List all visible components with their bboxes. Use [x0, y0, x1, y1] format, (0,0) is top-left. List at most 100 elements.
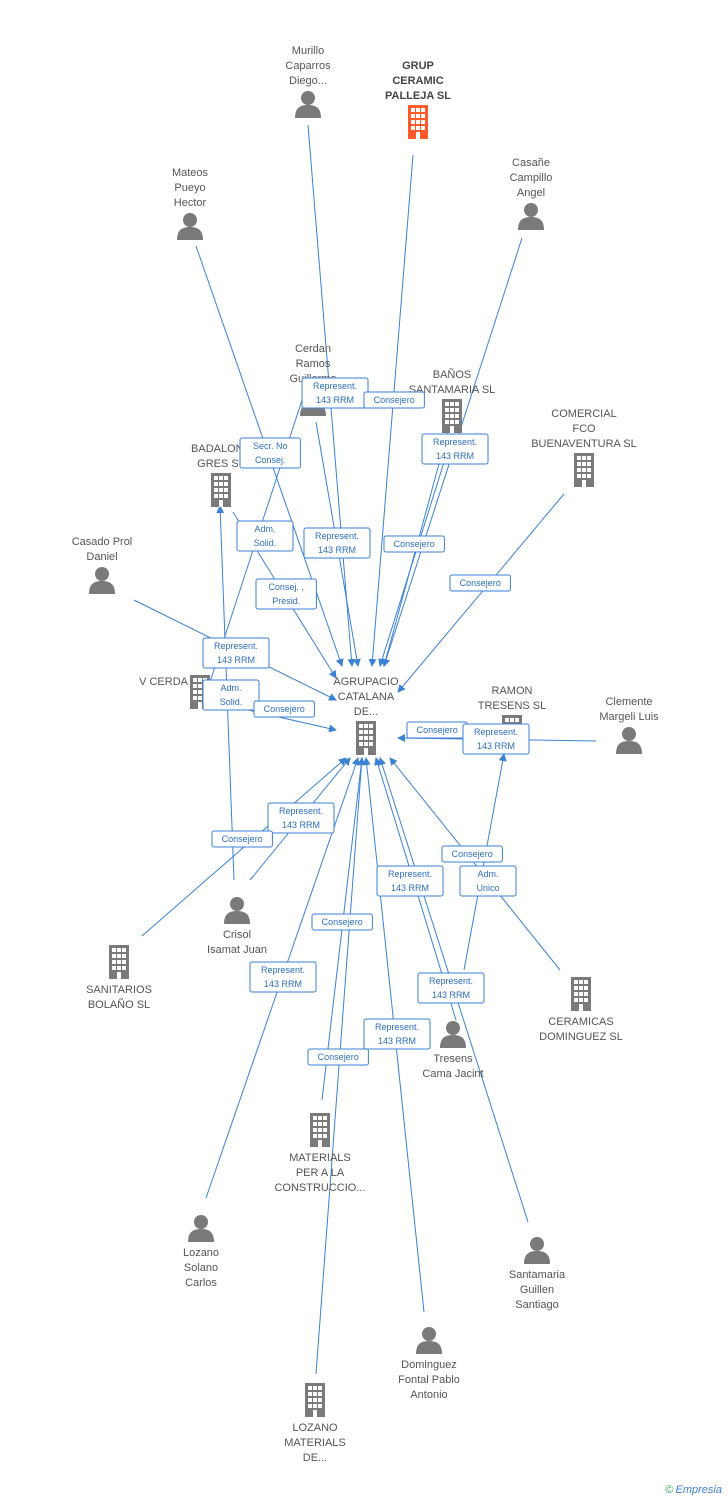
relation-text: Presid.	[272, 596, 300, 606]
relation-label-23[interactable]: Consejero	[307, 1048, 369, 1066]
node-label-casane-2: Angel	[517, 187, 545, 199]
relation-label-14[interactable]: Represent.143 RRM	[267, 802, 335, 834]
node-label-badalona-0: BADALONA	[191, 443, 252, 455]
node-label-casado-1: Daniel	[86, 551, 117, 563]
relation-text: Adm.	[254, 524, 275, 534]
node-label-materials-2: CONSTRUCCIO...	[274, 1182, 365, 1194]
relation-text: 143 RRM	[316, 395, 354, 405]
relation-text: 143 RRM	[436, 451, 474, 461]
relation-box	[376, 865, 444, 897]
relation-box	[267, 802, 335, 834]
node-label-casado-0: Casado Prol	[72, 536, 133, 548]
relation-label-22[interactable]: Represent.143 RRM	[363, 1018, 431, 1050]
nodes-layer: AGRUPACIOCATALANADE...MurilloCaparrosDie…	[72, 45, 659, 1464]
relation-box	[462, 723, 530, 755]
relation-text: Secr. No	[253, 441, 288, 451]
relation-label-8[interactable]: Consejero	[449, 574, 511, 592]
node-lozano_m[interactable]: LOZANOMATERIALSDE...	[284, 1383, 346, 1464]
relation-label-10[interactable]: Adm.Solid.	[202, 679, 260, 711]
node-label-dominguez-2: Antonio	[410, 1389, 447, 1401]
node-center[interactable]: AGRUPACIOCATALANADE...	[333, 676, 399, 755]
relation-box	[311, 913, 373, 931]
node-label-murillo-0: Murillo	[292, 45, 324, 57]
brand-footer[interactable]: ©Empresia	[665, 1484, 722, 1496]
person-icon	[416, 1327, 442, 1354]
person-icon	[616, 727, 642, 754]
relation-label-1[interactable]: Consejero	[363, 391, 425, 409]
node-label-grup-2: PALLEJA SL	[385, 90, 451, 102]
relation-box	[202, 679, 260, 711]
node-label-ramon-0: RAMON	[492, 685, 533, 697]
relation-label-17[interactable]: Represent.143 RRM	[376, 865, 444, 897]
node-ramon[interactable]: RAMON TRESENS SL	[478, 685, 546, 749]
node-label-mateos-2: Hector	[174, 197, 207, 209]
relation-label-7[interactable]: Consej. , Presid.	[255, 578, 317, 610]
relation-label-0[interactable]: Represent. 143 RRM	[301, 377, 369, 409]
relation-label-2[interactable]: Represent.143 RRM	[421, 433, 489, 465]
relation-box	[441, 845, 503, 863]
node-vcerda[interactable]: V CERDA	[139, 675, 210, 709]
relation-label-19[interactable]: Consejero	[311, 913, 373, 931]
node-label-center-1: CATALANA	[338, 691, 395, 703]
node-label-lozano_m-1: MATERIALS	[284, 1437, 346, 1449]
node-label-mateos-0: Mateos	[172, 167, 209, 179]
node-label-center-2: DE...	[354, 706, 378, 718]
relation-label-6[interactable]: Consejero	[383, 535, 445, 553]
relation-text: Consej. ,	[268, 582, 304, 592]
relation-text: Solid.	[254, 538, 277, 548]
relation-label-4[interactable]: Adm. Solid.	[236, 520, 294, 552]
relation-label-9[interactable]: Represent.143 RRM	[202, 637, 270, 669]
person-icon	[518, 203, 544, 230]
relation-box	[383, 535, 445, 553]
relation-label-11[interactable]: Consejero	[253, 700, 315, 718]
relation-label-18[interactable]: Adm.Unico	[459, 865, 517, 897]
relation-label-15[interactable]: Consejero	[211, 830, 273, 848]
relation-text: Represent.	[313, 381, 357, 391]
relation-text: Consejero	[264, 704, 305, 714]
relation-text: 143 RRM	[217, 655, 255, 665]
node-label-santamaria-0: Santamaria	[509, 1269, 566, 1281]
relation-box	[307, 1048, 369, 1066]
relation-box	[202, 637, 270, 669]
relation-label-13[interactable]: Represent.143 RRM	[462, 723, 530, 755]
relation-text: Adm.	[477, 869, 498, 879]
node-label-mateos-1: Pueyo	[174, 182, 205, 194]
edge-1	[368, 154, 414, 667]
node-label-sanitarios-1: BOLAÑO SL	[88, 998, 150, 1011]
relation-label-5[interactable]: Represent.143 RRM	[303, 527, 371, 559]
relation-text: Adm.	[220, 683, 241, 693]
relation-label-21[interactable]: Represent.143 RRM	[417, 972, 485, 1004]
node-label-ramon-1: TRESENS SL	[478, 700, 546, 712]
relation-label-20[interactable]: Represent.143 RRM	[249, 961, 317, 993]
node-murillo[interactable]: MurilloCaparrosDiego...	[285, 45, 331, 118]
relation-text: Represent.	[261, 965, 305, 975]
relation-box	[363, 391, 425, 409]
node-label-lozano_s-2: Carlos	[185, 1277, 217, 1289]
node-label-lozano_s-0: Lozano	[183, 1247, 219, 1259]
relation-text: 143 RRM	[378, 1036, 416, 1046]
relation-label-16[interactable]: Consejero	[441, 845, 503, 863]
relation-text: Represent.	[315, 531, 359, 541]
node-label-crisol-1: Isamat Juan	[207, 944, 267, 956]
building-icon	[305, 1383, 325, 1417]
node-label-clemente-1: Margeli Luis	[599, 711, 659, 723]
relation-label-12[interactable]: Consejero	[406, 721, 468, 739]
